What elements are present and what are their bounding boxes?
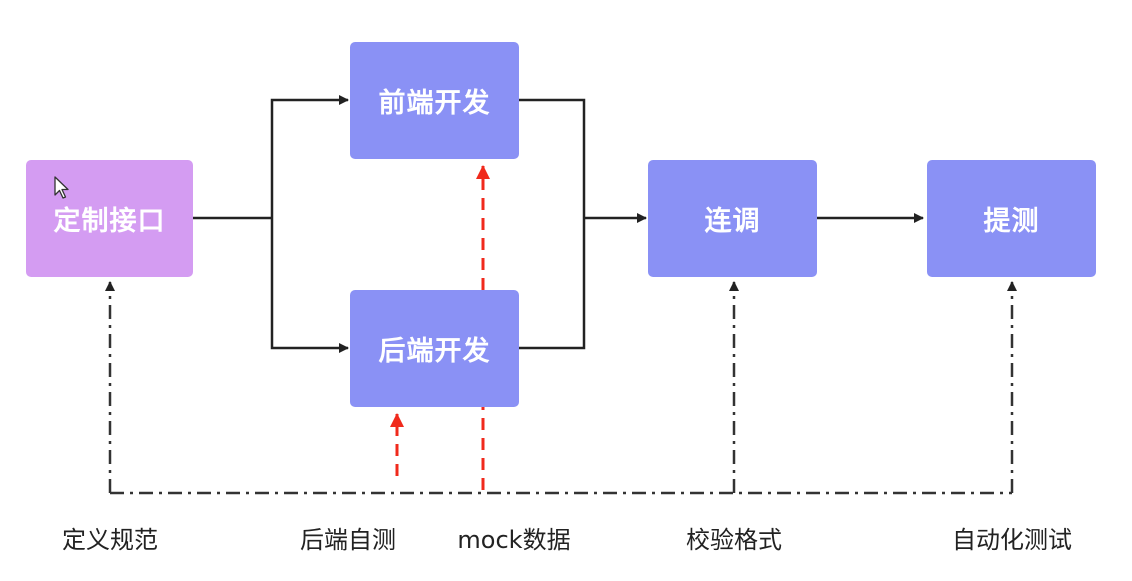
node-joint-debug: 连调 <box>648 160 817 277</box>
mouse-cursor-icon <box>54 176 69 199</box>
caption-auto-test: 自动化测试 <box>952 526 1072 554</box>
edge-split-to-backend <box>270 218 349 353</box>
edge-frontend-to-merge <box>519 98 586 218</box>
node-frontend-dev: 前端开发 <box>350 42 519 159</box>
caption-mock-data: mock数据 <box>457 526 571 554</box>
caption-backend-self-test: 后端自测 <box>300 526 396 554</box>
node-define-interface: 定制接口 <box>26 160 193 277</box>
caption-validate-format: 校验格式 <box>686 526 782 554</box>
node-submit-test: 提测 <box>927 160 1096 277</box>
caption-define-spec: 定义规范 <box>62 526 158 554</box>
edge-split-to-frontend <box>270 95 349 218</box>
node-backend-dev: 后端开发 <box>350 290 519 407</box>
edge-backend-to-merge <box>519 218 586 350</box>
